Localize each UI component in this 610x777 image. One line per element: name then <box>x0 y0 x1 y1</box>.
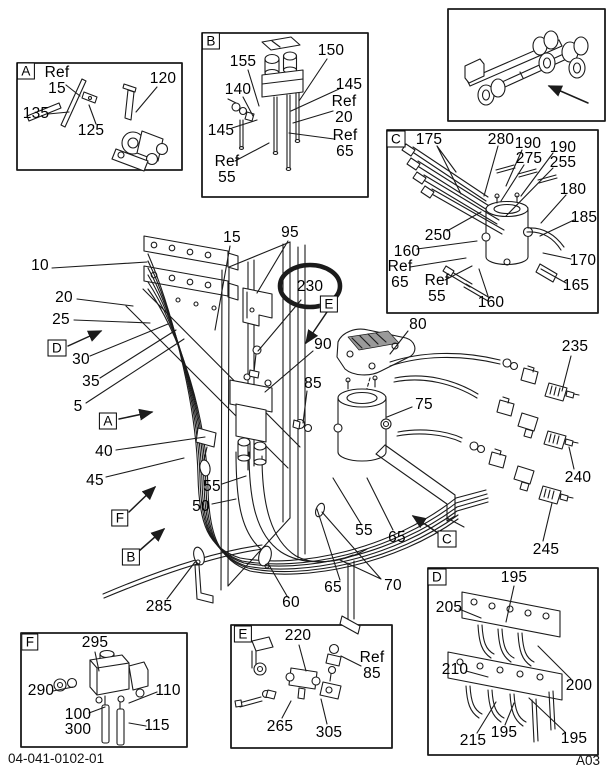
main-frame-brackets <box>143 235 239 311</box>
inset-a-art <box>26 78 169 172</box>
page-code: A03 <box>576 753 601 768</box>
inset-d-art <box>447 585 572 743</box>
inset-f-art <box>52 649 158 746</box>
drawing-number: 04-041-0102-01 <box>8 751 105 766</box>
main-valve-assembly <box>229 345 313 466</box>
main-fitting-chain-2 <box>393 375 579 450</box>
inset-frames <box>16 8 606 756</box>
main-fitting-chain-1 <box>389 352 580 402</box>
main-clamps-brackets <box>193 427 361 635</box>
highlight-ellipse <box>277 262 343 310</box>
view-ref-arrows <box>67 311 439 552</box>
inset-b-art <box>227 36 340 172</box>
main-tank-and-plate <box>333 328 416 462</box>
main-frame-rail <box>125 241 306 591</box>
leader-lines <box>51 240 575 600</box>
inset-e-art <box>234 636 362 725</box>
main-tube-bundle <box>102 253 489 599</box>
main-fitting-chain-3 <box>396 429 574 505</box>
main-crossmember <box>375 444 465 528</box>
inset-c-art <box>401 143 575 302</box>
truck-chassis-thumbnail <box>464 30 589 106</box>
